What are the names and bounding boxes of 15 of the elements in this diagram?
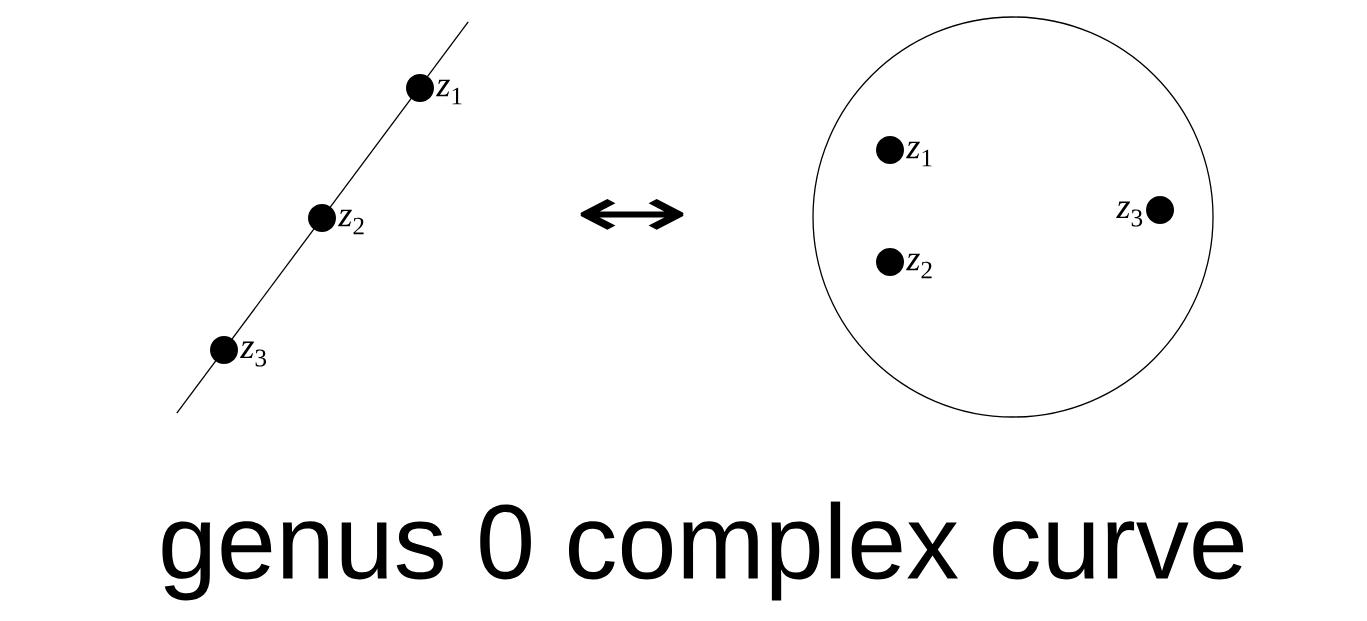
point-marker — [876, 136, 904, 164]
point-label: z$_{3}$ — [1116, 201, 1143, 227]
relation-symbol: ↔ — [580, 199, 684, 230]
sphere-circle — [812, 16, 1214, 418]
caption: genus 0 complex curve — [162, 501, 1244, 601]
point-marker — [876, 248, 904, 276]
point-label: z$_{3}$ — [240, 341, 267, 367]
point-label: z$_{1}$ — [906, 141, 932, 167]
point-marker — [1146, 196, 1174, 224]
point-label: z$_{2}$ — [338, 209, 364, 235]
point-marker — [308, 204, 336, 232]
point-marker — [406, 74, 434, 102]
point-label: z$_{1}$ — [436, 79, 462, 105]
point-marker — [210, 336, 238, 364]
point-label: z$_{2}$ — [906, 253, 932, 279]
